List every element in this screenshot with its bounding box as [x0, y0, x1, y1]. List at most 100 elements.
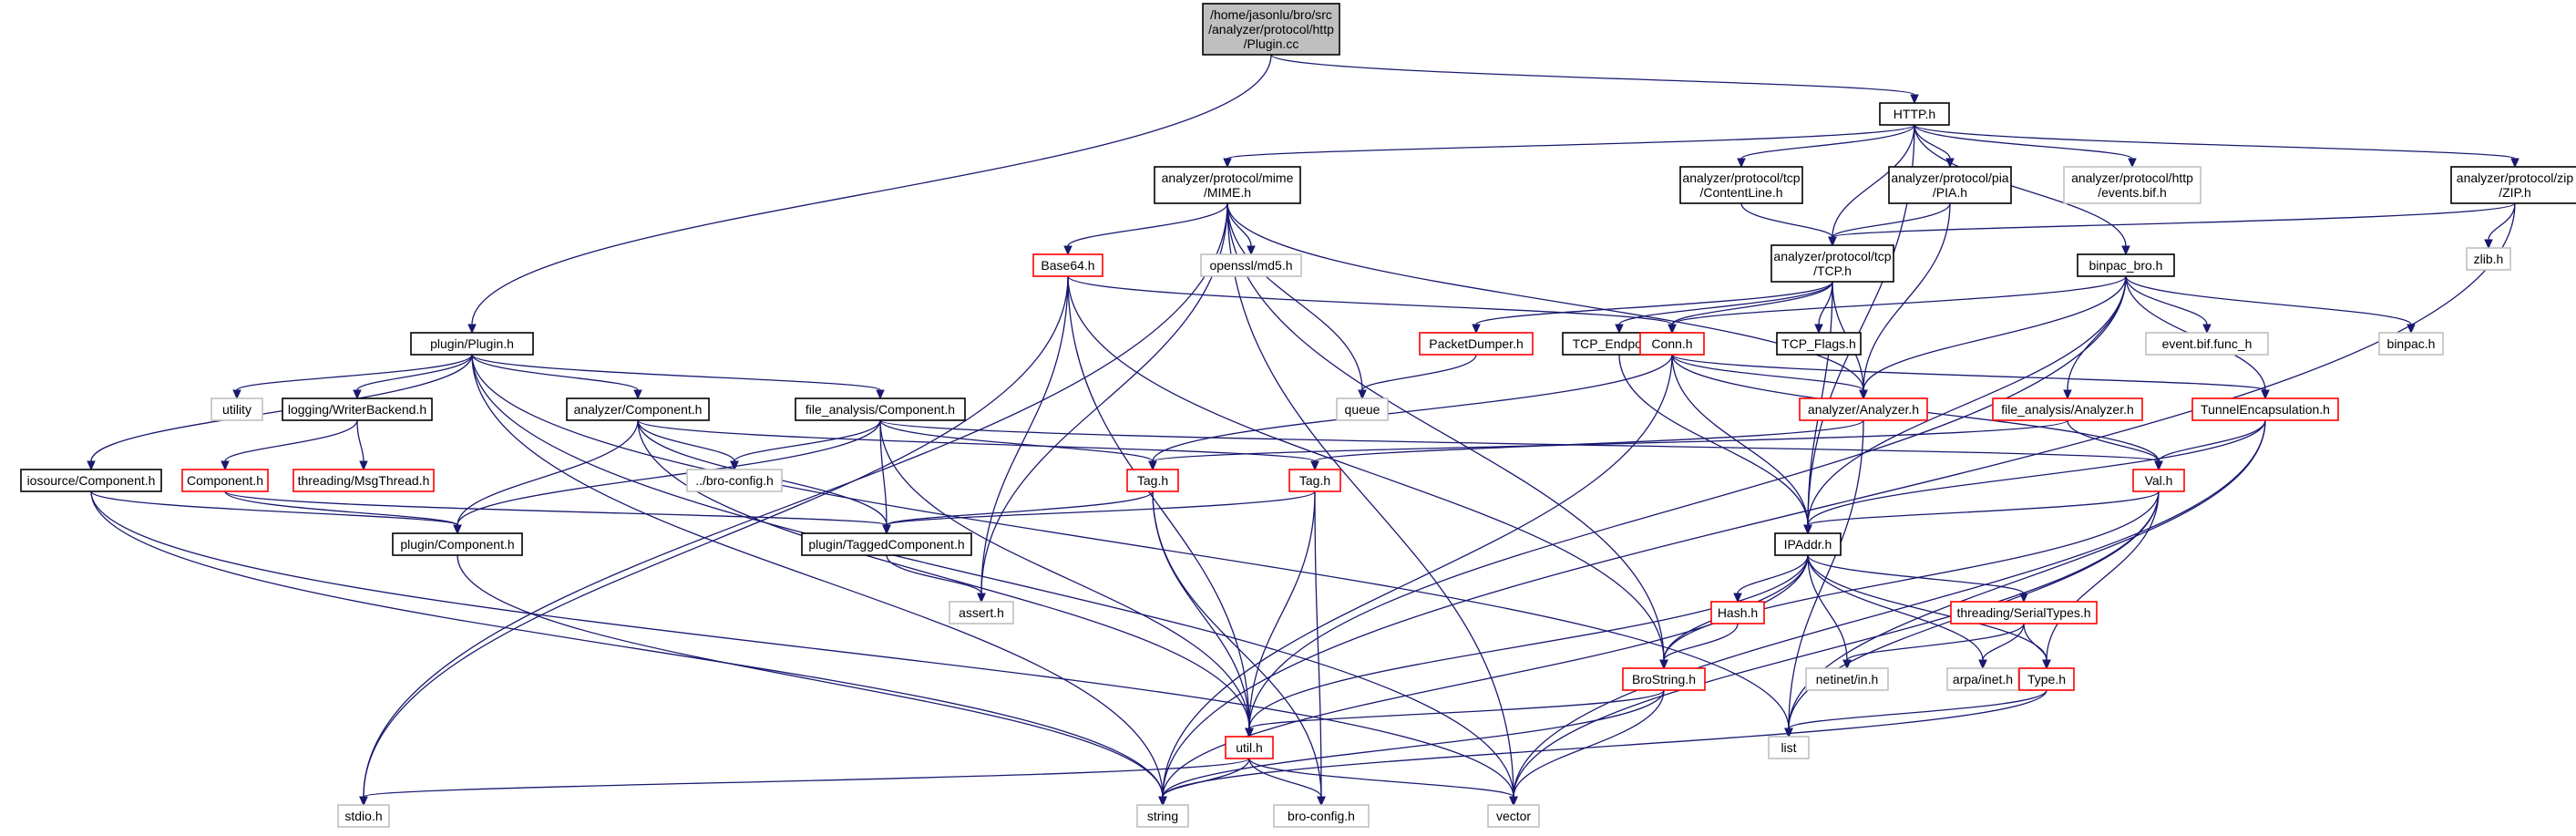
node-box [1776, 332, 1862, 356]
node-tunnelencap-h[interactable]: TunnelEncapsulation.h [2191, 397, 2339, 421]
node-list[interactable]: list [1768, 736, 1810, 759]
edge-http-h-to-pia-h [1914, 124, 1955, 169]
node-box [392, 532, 523, 556]
node-pia-h[interactable]: analyzer/protocol/pia/PIA.h [1888, 166, 2012, 204]
edge-line [1914, 124, 2516, 160]
edge-line [1226, 202, 1363, 391]
edge-line [224, 419, 358, 462]
node-label: string [1147, 809, 1178, 823]
node-md5-h[interactable]: openssl/md5.h [1200, 253, 1302, 277]
edge-arrowhead [1158, 796, 1167, 807]
node-contentline-h[interactable]: analyzer/protocol/tcp/ContentLine.h [1679, 166, 1803, 204]
edge-line [1248, 490, 1316, 729]
node-box [20, 469, 162, 492]
edge-arrowhead [1814, 324, 1823, 335]
edge-arrowhead [2154, 460, 2163, 471]
edge-arrowhead [2063, 389, 2072, 400]
edge-line [1671, 354, 2266, 391]
node-fa-component-h[interactable]: file_analysis/Component.h [795, 397, 966, 421]
node-vector[interactable]: vector [1487, 804, 1540, 828]
edge-line [1067, 275, 1673, 325]
node-queue[interactable]: queue [1336, 397, 1389, 421]
node-binpac-bro-h[interactable]: binpac_bro.h [2077, 253, 2175, 277]
node-label: analyzer/protocol/zip [2457, 170, 2574, 185]
edge-line [1663, 623, 1739, 661]
edge-line [1314, 419, 1864, 462]
edge-arrowhead [1842, 659, 1852, 670]
node-ios-component-h[interactable]: iosource/Component.h [20, 469, 162, 492]
node-box [1225, 736, 1274, 759]
edge-util-h-to-vector [1248, 758, 1518, 807]
node-box [566, 397, 710, 421]
node-bro-config-rel[interactable]: ../bro-config.h [686, 469, 783, 492]
edge-type-h-to-list [1784, 689, 2047, 738]
node-conn-h[interactable]: Conn.h [1639, 332, 1705, 356]
node-writerbackend-h[interactable]: logging/WriterBackend.h [282, 397, 433, 421]
edge-plugin-h-to-ios-component-h [87, 354, 473, 471]
node-label: /MIME.h [1204, 185, 1251, 200]
edge-arrowhead [1615, 324, 1624, 335]
node-util-h[interactable]: util.h [1225, 736, 1274, 759]
node-hash-h[interactable]: Hash.h [1710, 601, 1765, 624]
node-label: /ZIP.h [2499, 185, 2531, 200]
node-box [2466, 247, 2511, 271]
node-val-h[interactable]: Val.h [2132, 469, 2185, 492]
node-ipaddr-h[interactable]: IPAddr.h [1774, 532, 1842, 556]
edge-component-h-to-tagged-component-h [224, 490, 891, 535]
edge-component-h-to-plugin-component-h [224, 490, 462, 535]
edge-arrowhead [221, 460, 230, 471]
edge-base64-h-to-conn-h [1067, 275, 1677, 335]
node-tag-h-a[interactable]: Tag.h [1126, 469, 1179, 492]
node-box [337, 804, 390, 828]
node-zip-h[interactable]: analyzer/protocol/zip/ZIP.h [2450, 166, 2576, 204]
node-arpa-inet-h[interactable]: arpa/inet.h [1946, 667, 2019, 691]
node-serialtypes-h[interactable]: threading/SerialTypes.h [1950, 601, 2098, 624]
node-plugin-cc[interactable]: /home/jasonlu/bro/src/analyzer/protocol/… [1202, 3, 1340, 56]
edge-line [90, 490, 1514, 798]
edge-line [1618, 281, 1833, 325]
edge-arrowhead [1828, 236, 1837, 247]
node-tag-h-b[interactable]: Tag.h [1288, 469, 1341, 492]
node-base64-h[interactable]: Base64.h [1032, 253, 1103, 277]
node-packetdumper-h[interactable]: PacketDumper.h [1419, 332, 1534, 356]
node-tcp-h[interactable]: analyzer/protocol/tcp/TCP.h [1770, 244, 1894, 283]
node-brostring-h[interactable]: BroString.h [1622, 667, 1706, 691]
node-label: util.h [1236, 740, 1263, 755]
node-plugin-h[interactable]: plugin/Plugin.h [410, 332, 534, 356]
edge-binpac-bro-h-to-conn-h [1668, 275, 2127, 335]
node-zlib-h[interactable]: zlib.h [2466, 247, 2511, 271]
node-assert-h[interactable]: assert.h [949, 601, 1014, 624]
node-string[interactable]: string [1136, 804, 1189, 828]
node-events-bif-h[interactable]: analyzer/protocol/http/events.bif.h [2063, 166, 2201, 204]
edge-arrowhead [467, 324, 477, 335]
edge-line [363, 202, 1228, 798]
node-binpac-h[interactable]: binpac.h [2378, 332, 2444, 356]
edge-plugin-h-to-vector [471, 354, 1518, 807]
node-type-h[interactable]: Type.h [2018, 667, 2075, 691]
edge-line [734, 419, 881, 462]
node-netinet-in-h[interactable]: netinet/in.h [1805, 667, 1889, 691]
edge-line [1226, 202, 1514, 798]
node-http-h[interactable]: HTTP.h [1879, 102, 1950, 126]
node-component-h[interactable]: Component.h [181, 469, 269, 492]
edge-arrowhead [1247, 245, 1256, 256]
node-tcp-flags-h[interactable]: TCP_Flags.h [1776, 332, 1862, 356]
node-utility[interactable]: utility [210, 397, 263, 421]
node-stdio-h[interactable]: stdio.h [337, 804, 390, 828]
node-label: ../bro-config.h [695, 473, 774, 488]
node-msgthread-h[interactable]: threading/MsgThread.h [292, 469, 435, 492]
node-event-bif-func-h[interactable]: event.bif.func_h [2145, 332, 2269, 356]
node-an-component-h[interactable]: analyzer/Component.h [566, 397, 710, 421]
node-an-analyzer-h[interactable]: analyzer/Analyzer.h [1799, 397, 1928, 421]
node-tagged-component-h[interactable]: plugin/TaggedComponent.h [801, 532, 972, 556]
edge-line [1671, 275, 2127, 325]
node-box [2378, 332, 2444, 356]
edge-line [1807, 490, 2160, 526]
node-label: analyzer/Analyzer.h [1808, 402, 1919, 417]
edge-arrowhead [977, 593, 986, 604]
node-bro-config-h[interactable]: bro-config.h [1273, 804, 1370, 828]
node-fa-analyzer-h[interactable]: file_analysis/Analyzer.h [1992, 397, 2143, 421]
node-mime-h[interactable]: analyzer/protocol/mime/MIME.h [1154, 166, 1301, 204]
node-plugin-component-h[interactable]: plugin/Component.h [392, 532, 523, 556]
